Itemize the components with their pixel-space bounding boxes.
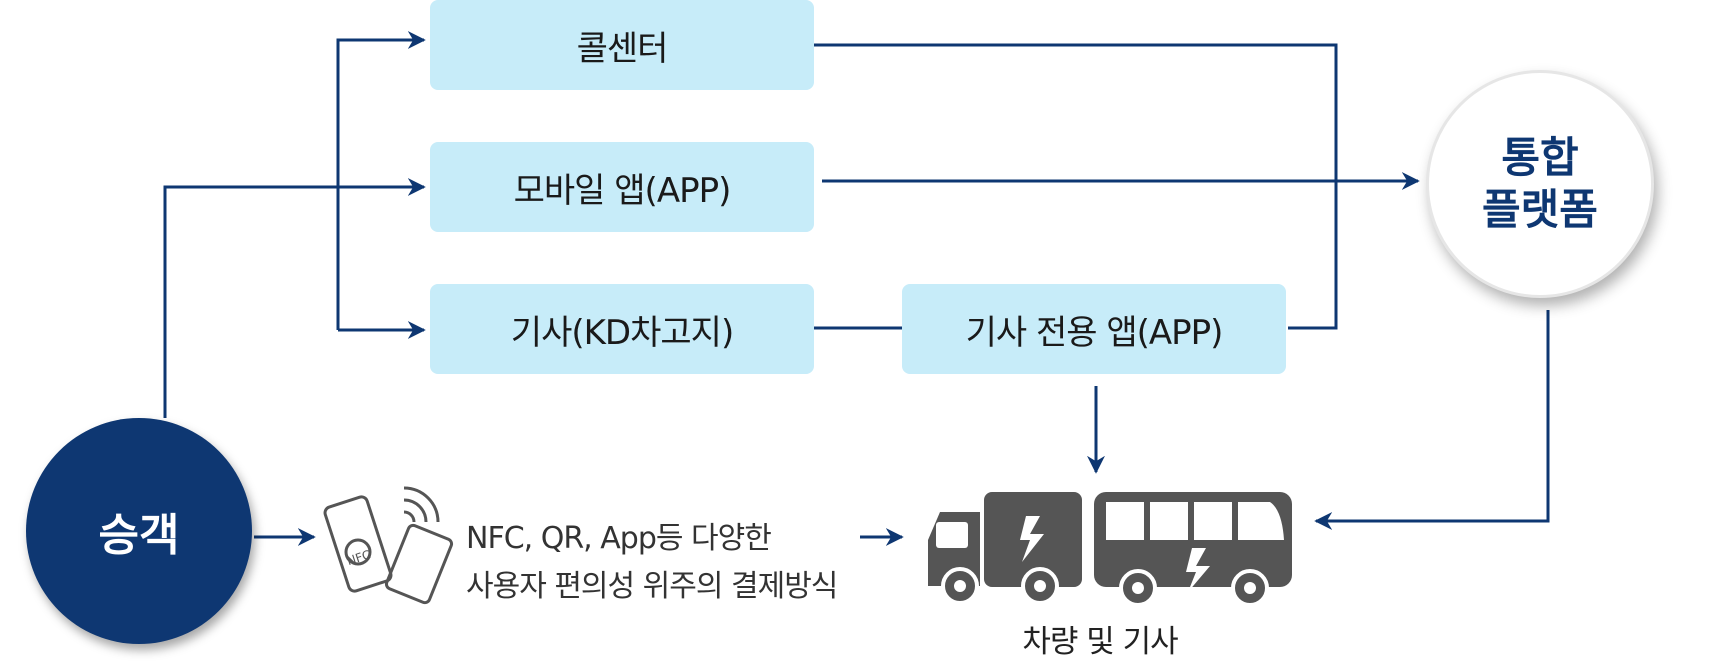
payment-caption: NFC, QR, App등 다양한 사용자 편의성 위주의 결제방식 <box>466 515 838 611</box>
platform-label-line2: 플랫폼 <box>1482 185 1598 234</box>
platform-label-line1: 통합 <box>1501 133 1579 182</box>
call-center-box: 콜센터 <box>430 0 814 90</box>
driver-app-box: 기사 전용 앱(APP) <box>902 284 1286 374</box>
connector-platform-to-vehicle <box>1314 310 1550 530</box>
passenger-label: 승객 <box>98 510 180 561</box>
payment-caption-line2: 사용자 편의성 위주의 결제방식 <box>466 569 838 604</box>
truck-bus-icon <box>928 492 1292 607</box>
platform-node: 통합 플랫폼 <box>1426 70 1654 298</box>
vehicle-label: 차량 및 기사 <box>1022 624 1178 660</box>
driver-label: 기사(KD차고지) <box>510 312 734 353</box>
passenger-node: 승객 <box>26 418 252 644</box>
connector-passenger-up <box>163 178 426 418</box>
nfc-phone-card-icon: NFC <box>323 486 454 605</box>
payment-caption-line1: NFC, QR, App등 다양한 <box>466 521 772 556</box>
mobile-app-label: 모바일 앱(APP) <box>513 170 732 211</box>
mobile-app-box: 모바일 앱(APP) <box>430 142 814 232</box>
call-center-label: 콜센터 <box>576 28 669 69</box>
driver-box: 기사(KD차고지) <box>430 284 814 374</box>
driver-app-label: 기사 전용 앱(APP) <box>965 312 1224 353</box>
connector-to-call-center <box>336 31 426 330</box>
nfc-icon-text: NFC <box>345 547 372 568</box>
connector-call-center-right <box>814 43 1338 330</box>
